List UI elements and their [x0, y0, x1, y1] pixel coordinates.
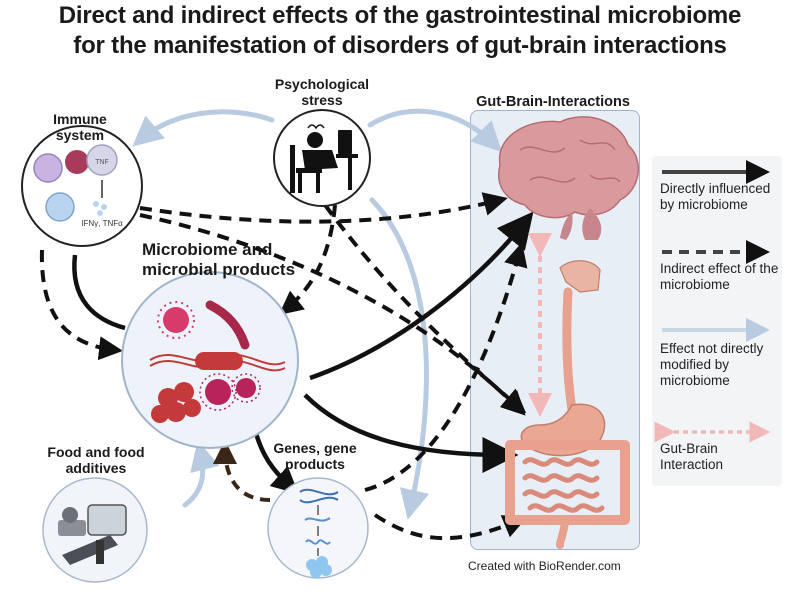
genes-node: [267, 477, 369, 579]
immune-cell-icon: [65, 150, 89, 174]
brain-icon: [498, 116, 639, 240]
legend-arrows: [654, 160, 771, 443]
food-label: Food and food additives: [47, 444, 145, 476]
dashed-arrows: [39, 192, 528, 541]
arrow-microbiome-to-genes: [252, 429, 299, 495]
arrow-stress-to-brain: [367, 108, 503, 153]
dna-icon: [299, 488, 339, 504]
bacterium-rod-icon: [205, 300, 250, 350]
arrow-immune-to-microbiome-dashed: [39, 249, 123, 361]
tnf-cell-label: TNF: [95, 159, 109, 166]
arrow-food-to-microbiome: [182, 440, 220, 508]
gut-brain-interactions-label: Gut-Brain-Interactions: [476, 94, 630, 110]
arrow-immune-to-microbiome-solid: [72, 254, 126, 331]
solid-arrows: [72, 211, 534, 495]
arrow-microbiome-to-gut: [303, 393, 519, 473]
psychological-stress-node: [273, 109, 371, 207]
biorender-credit: Created with BioRender.com: [468, 559, 621, 573]
cocci-cluster-icon: [151, 382, 201, 423]
cytokines-label: IFNγ, TNFα: [81, 219, 123, 228]
genes-label: Genes, gene products: [273, 440, 357, 472]
immune-system-node: [21, 125, 143, 247]
arrow-microbiome-to-brain: [309, 211, 534, 381]
immune-cell-icon: [45, 192, 75, 222]
immune-cell-icon: [33, 153, 63, 183]
spiky-bacterium-icon: [199, 373, 261, 411]
microbiome-label: Microbiome and microbial products: [142, 240, 296, 279]
food-node: [42, 477, 148, 583]
figure-title-line2: for the manifestation of disorders of gu…: [73, 32, 727, 59]
virus-icon: [157, 301, 195, 339]
arrow-stress-to-immune: [132, 109, 275, 147]
arrow-stress-to-gut: [369, 197, 430, 520]
legend-text-not-modified: Effect not directly modified by microbio…: [660, 341, 764, 388]
folded-protein-icon: [306, 556, 332, 578]
arrow-stress-to-microbiome-dashed: [278, 204, 337, 315]
arrow-genes-to-gut-dashed: [373, 513, 528, 541]
legend-text-indirect: Indirect effect of the microbiome: [660, 261, 779, 292]
legend-text-direct: Directly influenced by microbiome: [660, 181, 771, 212]
figure-title-line1: Direct and indirect effects of the gastr…: [58, 2, 742, 29]
arrow-genes-to-microbiome-dashed: [213, 440, 271, 502]
arrow-stress-to-gut-dashed: [323, 203, 527, 414]
gut-icon: [505, 403, 630, 549]
psychological-stress-label: Psychological stress: [274, 76, 370, 108]
protein-icon: [305, 539, 331, 545]
immune-system-label: Immune system: [53, 111, 107, 143]
arrow-genes-to-brain-dashed: [364, 242, 528, 492]
food-items-icon: [58, 504, 127, 565]
arrow-immune-to-brain-dashed: [139, 192, 508, 224]
legend-text-gut-brain: Gut-Brain Interaction: [660, 441, 724, 472]
esophagus-icon: [559, 260, 601, 415]
immune-cell-icon: [86, 144, 118, 176]
bacterium-flagellated-icon: [149, 352, 286, 372]
stressed-person-icon: [290, 130, 358, 193]
mrna-icon: [304, 517, 331, 522]
microbiome-node: [121, 271, 299, 449]
